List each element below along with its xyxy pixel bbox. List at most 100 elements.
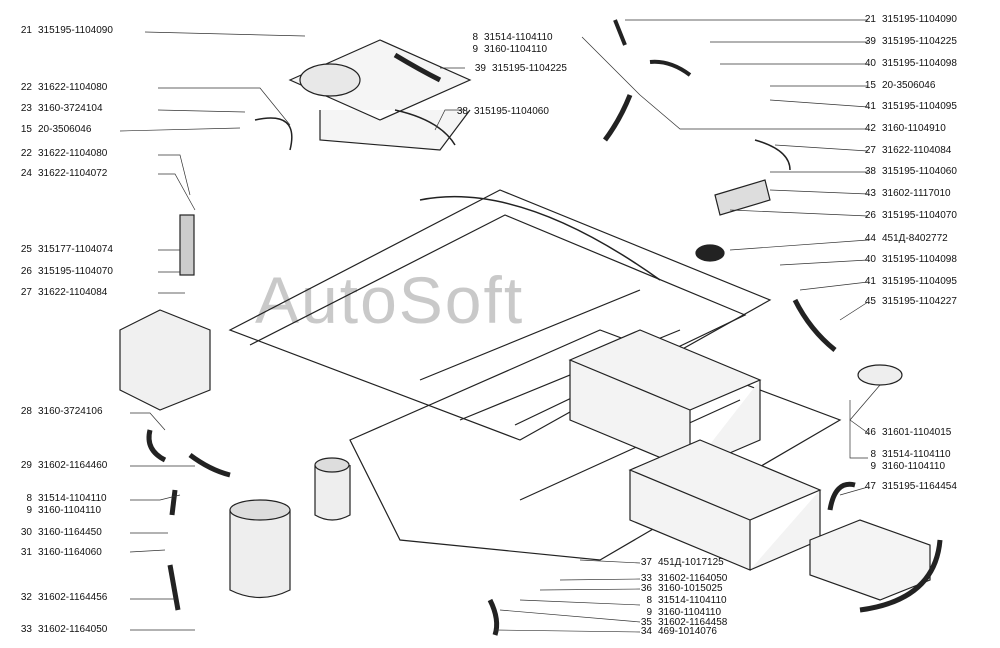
hose-39 <box>393 52 442 83</box>
callout-number: 46 <box>864 427 876 438</box>
callout-number: 40 <box>864 58 876 69</box>
callout-part-code: 315195-1104098 <box>882 254 957 265</box>
hose-47 <box>827 481 943 613</box>
callout-part-code: 31514-1104110 <box>658 595 727 606</box>
hose-28 <box>146 429 167 463</box>
callout-part-code: 315195-1104098 <box>882 58 957 69</box>
hose-45 <box>792 298 837 352</box>
hose-32 <box>167 564 181 611</box>
frame-rail-upper <box>228 189 772 441</box>
callout-number: 27 <box>20 287 32 298</box>
callout-number: 38 <box>864 166 876 177</box>
callout-number: 8 <box>870 449 876 460</box>
callout-part-code: 469-1014076 <box>658 626 717 637</box>
callout-number: 30 <box>20 527 32 538</box>
expansion-tank <box>809 519 931 601</box>
callout-number: 9 <box>646 607 652 618</box>
callout-number: 33 <box>20 624 32 635</box>
callout-part-code: 3160-1015025 <box>658 583 723 594</box>
fuel-line-27 <box>754 139 791 171</box>
callout-number: 34 <box>640 626 652 637</box>
callout-part-code: 451Д-8402772 <box>882 233 948 244</box>
callout-part-code: 31622-1104080 <box>38 82 108 93</box>
callout-number: 22 <box>20 148 32 159</box>
watermark: AutoSoft <box>255 263 525 337</box>
callout-number: 28 <box>20 406 32 417</box>
callout-part-code: 31622-1104072 <box>38 168 108 179</box>
callout-number: 42 <box>864 123 876 134</box>
hose-42 <box>602 94 633 142</box>
engine-block <box>119 309 211 411</box>
callout-number: 39 <box>474 63 486 74</box>
fuel-tank <box>568 329 762 471</box>
callout-part-code: 315195-1104095 <box>882 276 957 287</box>
sender-25 <box>179 214 195 276</box>
callout-number: 8 <box>472 32 478 43</box>
callout-part-code: 315195-1104090 <box>882 14 957 25</box>
callout-part-code: 31622-1104080 <box>38 148 108 159</box>
callout-part-code: 3160-1164450 <box>38 527 102 538</box>
callout-number: 32 <box>20 592 32 603</box>
charcoal-canister <box>229 510 291 599</box>
callout-part-code: 31514-1104110 <box>484 32 553 43</box>
callout-number: 43 <box>864 188 876 199</box>
hose-30 <box>169 489 178 516</box>
callout-number: 21 <box>864 14 876 25</box>
callout-number: 40 <box>864 254 876 265</box>
callout-number: 27 <box>864 145 876 156</box>
filter-canister <box>314 465 351 521</box>
callout-number: 41 <box>864 101 876 112</box>
callout-number: 36 <box>640 583 652 594</box>
callout-number: 45 <box>864 296 876 307</box>
callout-number: 21 <box>20 25 32 36</box>
callout-number: 29 <box>20 460 32 471</box>
callout-part-code: 3160-1164060 <box>38 547 102 558</box>
callout-part-code: 31602-1164050 <box>38 624 108 635</box>
callout-part-code: 451Д-1017125 <box>658 557 724 568</box>
callout-part-code: 3160-3724106 <box>38 406 103 417</box>
callout-number: 25 <box>20 244 32 255</box>
callout-part-code: 315195-1104225 <box>882 36 957 47</box>
callout-number: 8 <box>26 493 32 504</box>
callout-part-code: 315177-1104074 <box>38 244 113 255</box>
callout-number: 47 <box>864 481 876 492</box>
callout-number: 23 <box>20 103 32 114</box>
callout-part-code: 3160-1104910 <box>882 123 946 134</box>
callout-part-code: 31622-1104084 <box>882 145 952 156</box>
callout-part-code: 31602-1164458 <box>658 617 728 628</box>
callout-number: 38 <box>456 106 468 117</box>
hose-21 <box>613 19 627 46</box>
callout-number: 39 <box>864 36 876 47</box>
callout-part-code: 31602-1164050 <box>658 573 728 584</box>
callout-part-code: 31514-1104110 <box>882 449 951 460</box>
callout-part-code: 315195-1104060 <box>474 106 549 117</box>
callout-number: 8 <box>646 595 652 606</box>
fuel-tank-lower <box>628 439 822 571</box>
fuel-pump-46 <box>857 364 903 386</box>
hose-29 <box>188 452 231 478</box>
callout-part-code: 3160-1104110 <box>38 505 102 516</box>
callout-part-code: 315195-1104070 <box>38 266 113 277</box>
grommet-44 <box>695 244 725 262</box>
callout-number: 15 <box>864 80 876 91</box>
leader-lines <box>119 19 881 633</box>
callout-part-code: 31622-1104084 <box>38 287 108 298</box>
callout-part-code: 20-3506046 <box>38 124 92 135</box>
callout-number: 44 <box>864 233 876 244</box>
callout-part-code: 31514-1104110 <box>38 493 107 504</box>
callout-part-code: 3160-1104110 <box>484 44 548 55</box>
callout-part-code: 315195-1104090 <box>38 25 113 36</box>
callout-part-code: 315195-1104227 <box>882 296 957 307</box>
callout-number: 9 <box>472 44 478 55</box>
callout-part-code: 315195-1104095 <box>882 101 957 112</box>
callout-part-code: 3160-1104110 <box>882 461 946 472</box>
hose-34 <box>487 598 500 636</box>
callout-part-code: 31602-1164456 <box>38 592 108 603</box>
callout-part-code: 20-3506046 <box>882 80 936 91</box>
hose-40-41 <box>649 59 692 77</box>
fuel-line-38 <box>394 109 456 146</box>
callout-number: 41 <box>864 276 876 287</box>
callout-part-code: 31602-1117010 <box>882 188 951 199</box>
callout-number: 33 <box>640 573 652 584</box>
